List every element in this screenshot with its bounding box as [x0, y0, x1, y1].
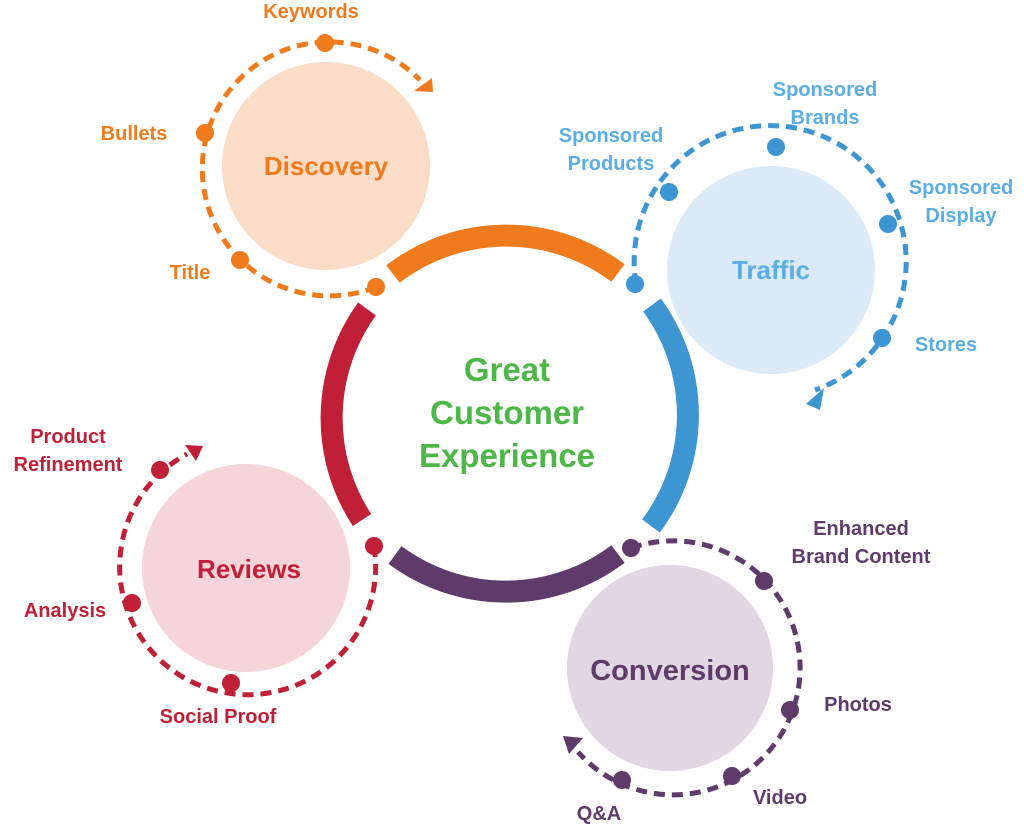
traffic-dot [873, 329, 891, 347]
traffic-ring-arc [642, 298, 699, 533]
enhanced-brand-content-label-line2: Brand Content [792, 546, 931, 568]
qa-label: Q&A [577, 803, 621, 825]
conversion-dot [755, 572, 773, 590]
sponsored-display-label-line1: Sponsored [909, 177, 1013, 199]
reviews-dot [151, 461, 169, 479]
traffic-dot [660, 183, 678, 201]
traffic-dot [626, 275, 644, 293]
discovery-dot [367, 278, 385, 296]
traffic-arrow-icon [806, 388, 824, 410]
conversion-dot [622, 539, 640, 557]
social-proof-label: Social Proof [160, 706, 277, 728]
center-heading-line3: Experience [419, 437, 595, 474]
conversion-dot [781, 701, 799, 719]
traffic-dot [879, 215, 897, 233]
discovery-dot [196, 124, 214, 142]
reviews-title: Reviews [197, 554, 301, 584]
discovery-arrow-icon [414, 78, 433, 92]
reviews-dot [123, 594, 141, 612]
center-heading: Great Customer Experience [419, 351, 595, 474]
sponsored-display-label-line2: Display [925, 205, 997, 227]
conversion-arrow-icon [563, 736, 583, 754]
discovery-dashed-cycle [199, 39, 422, 299]
photos-label: Photos [824, 694, 892, 716]
video-label: Video [753, 787, 807, 809]
discovery-dot [316, 34, 334, 52]
analysis-label: Analysis [24, 600, 106, 622]
stores-label: Stores [915, 334, 977, 356]
product-refinement-label-line2: Refinement [14, 454, 123, 476]
center-heading-line2: Customer [430, 394, 584, 431]
discovery-cluster: Discovery Keywords Bullets Title [101, 1, 433, 299]
reviews-cluster: Reviews Product Refinement Analysis Soci… [14, 426, 383, 728]
conversion-circle [567, 565, 773, 771]
sponsored-brands-label-line1: Sponsored [773, 79, 877, 101]
discovery-dot [231, 251, 249, 269]
enhanced-brand-content-label-line1: Enhanced [813, 518, 909, 540]
bullets-label: Bullets [101, 123, 168, 145]
traffic-circle [667, 166, 875, 374]
conversion-dashed-cycle [576, 538, 803, 798]
conversion-dot [723, 767, 741, 785]
sponsored-brands-label-line2: Brands [791, 107, 860, 129]
conversion-dot [613, 771, 631, 789]
conversion-cluster: Conversion Enhanced Brand Content Photos… [563, 518, 931, 825]
title-label: Title [170, 262, 211, 284]
traffic-cluster: Traffic Sponsored Products Sponsored Bra… [559, 79, 1013, 410]
traffic-dot [767, 138, 785, 156]
center-heading-line1: Great [464, 351, 550, 388]
sponsored-products-label-line1: Sponsored [559, 125, 663, 147]
reviews-arrow-icon [185, 445, 203, 461]
reviews-dashed-cycle [117, 451, 379, 698]
discovery-circle [222, 62, 430, 270]
reviews-dot [365, 537, 383, 555]
conversion-title: Conversion [590, 655, 750, 687]
reviews-circle [142, 464, 350, 672]
traffic-title: Traffic [732, 255, 810, 285]
keywords-label: Keywords [263, 1, 359, 23]
reviews-dot [222, 674, 240, 692]
conversion-ring-arc [388, 545, 625, 603]
discovery-ring-arc [386, 224, 625, 283]
discovery-title: Discovery [264, 151, 389, 181]
traffic-dashed-cycle [631, 123, 909, 393]
product-refinement-label-line1: Product [30, 426, 106, 448]
reviews-ring-arc [320, 302, 376, 527]
sponsored-products-label-line2: Products [568, 153, 655, 175]
